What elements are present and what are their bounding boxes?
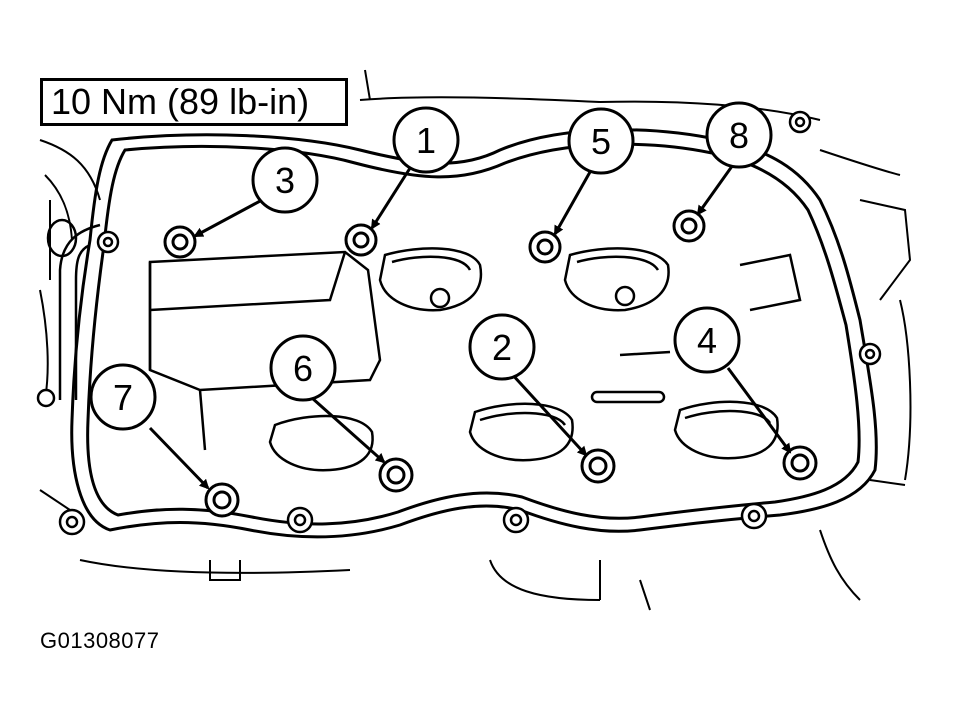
callout-8-label: 8 — [729, 115, 749, 156]
callout-4: 4 — [673, 306, 741, 374]
plenum-cover — [148, 250, 382, 451]
torque-spec-label: 10 Nm (89 lb-in) — [40, 78, 348, 126]
callout-2: 2 — [468, 313, 536, 381]
bolt-8 — [672, 209, 706, 243]
leader-arrows — [148, 161, 792, 490]
arrow-2 — [508, 370, 588, 457]
callout-6: 6 — [269, 334, 337, 402]
bolt-6 — [378, 457, 414, 493]
arrow-4 — [726, 367, 792, 454]
flange-holes — [36, 110, 882, 536]
callout-2-label: 2 — [492, 327, 512, 368]
bolt-1 — [344, 223, 378, 257]
figure-id: G01308077 — [40, 628, 160, 653]
callout-7: 7 — [89, 363, 157, 431]
callouts: 1 2 3 4 5 6 7 8 — [89, 101, 773, 431]
bolt-3 — [163, 225, 197, 259]
bolt-5 — [528, 230, 562, 264]
callout-3: 3 — [251, 146, 319, 214]
arrow-5 — [553, 171, 592, 236]
coolant-tube — [46, 218, 101, 400]
arrow-1 — [370, 164, 414, 230]
callout-7-label: 7 — [113, 377, 133, 418]
callout-4-label: 4 — [697, 320, 717, 361]
arrow-6 — [311, 396, 386, 464]
bolt-7 — [204, 482, 240, 518]
arrow-3 — [193, 198, 263, 238]
bolts — [163, 209, 818, 518]
bolt-2 — [580, 448, 616, 484]
callout-6-label: 6 — [293, 348, 313, 389]
callout-3-label: 3 — [275, 160, 295, 201]
callout-5-label: 5 — [591, 121, 611, 162]
background-engine-lines — [39, 69, 912, 611]
callout-1: 1 — [392, 106, 460, 174]
arrow-7 — [148, 426, 210, 490]
bolt-4 — [782, 445, 818, 481]
callout-5: 5 — [567, 107, 635, 175]
arrow-8 — [696, 161, 737, 216]
callout-1-label: 1 — [416, 120, 436, 161]
callout-8: 8 — [705, 101, 773, 169]
